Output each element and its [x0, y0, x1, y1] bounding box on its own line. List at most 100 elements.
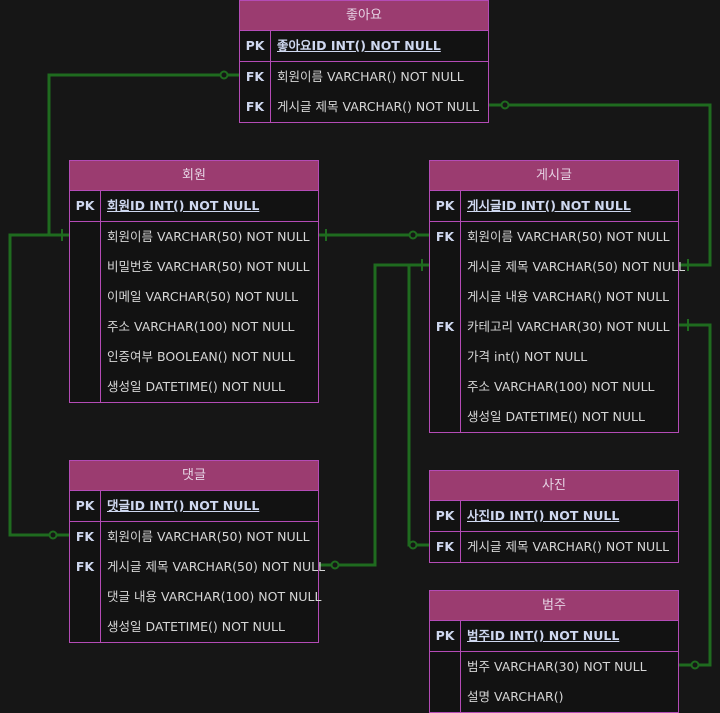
field-label: 주소 VARCHAR(100) NOT NULL	[467, 379, 655, 394]
entity-row[interactable]: 생성일 DATETIME() NOT NULL	[430, 402, 678, 432]
key-column-divider	[460, 500, 461, 562]
field-label: 인증여부 BOOLEAN() NOT NULL	[107, 349, 295, 364]
entity-row[interactable]: FK 회원이름 VARCHAR() NOT NULL	[240, 62, 488, 92]
field-label: 생성일 DATETIME() NOT NULL	[107, 619, 285, 634]
field-label: 범주 VARCHAR(30) NOT NULL	[467, 659, 647, 674]
entity-row[interactable]: 생성일 DATETIME() NOT NULL	[70, 612, 318, 642]
field-label: 설명 VARCHAR()	[467, 689, 564, 704]
field-label: 생성일 DATETIME() NOT NULL	[107, 379, 285, 394]
entity-row[interactable]: 댓글 내용 VARCHAR(100) NOT NULL	[70, 582, 322, 612]
entity-title: 게시글	[430, 161, 678, 191]
entity-member[interactable]: 회원 PK 회원ID INT() NOT NULL 회원이름 VARCHAR(50) …	[69, 160, 319, 403]
entity-title: 범주	[430, 591, 678, 621]
key-label: PK	[435, 628, 455, 643]
link-post-category	[679, 323, 712, 667]
entity-row[interactable]: 회원이름 VARCHAR(50) NOT NULL	[70, 222, 318, 252]
key-label: PK	[435, 198, 455, 213]
entity-photo[interactable]: 사진 PK 사진ID INT() NOT NULL FK 게시글 제목 VARCHAR(…	[429, 470, 679, 563]
key-label: FK	[435, 229, 455, 244]
field-label: 댓글ID INT() NOT NULL	[107, 498, 260, 513]
entity-row[interactable]: 생성일 DATETIME() NOT NULL	[70, 372, 318, 402]
entity-row[interactable]: FK 게시글 제목 VARCHAR(50) NOT NULL	[70, 552, 325, 582]
key-label: FK	[435, 319, 455, 334]
field-label: 범주ID INT() NOT NULL	[467, 628, 620, 643]
entity-row[interactable]: FK 게시글 제목 VARCHAR() NOT NULL	[430, 532, 678, 562]
link-post-photo	[407, 265, 429, 547]
optional-circle-marker	[408, 230, 418, 240]
entity-row[interactable]: PK 사진ID INT() NOT NULL	[430, 501, 678, 532]
entity-comment[interactable]: 댓글 PK 댓글ID INT() NOT NULL FK 회원이름 VARCHAR(50…	[69, 460, 325, 643]
entity-row[interactable]: 게시글 제목 VARCHAR(50) NOT NULL	[430, 252, 685, 282]
entity-row[interactable]: FK 회원이름 VARCHAR(50) NOT NULL	[70, 522, 318, 552]
field-label: 이메일 VARCHAR(50) NOT NULL	[107, 289, 299, 304]
key-label: FK	[75, 559, 95, 574]
field-label: 게시글 제목 VARCHAR() NOT NULL	[467, 539, 670, 554]
key-label: PK	[435, 508, 455, 523]
entity-row[interactable]: 범주 VARCHAR(30) NOT NULL	[430, 652, 678, 682]
entity-row[interactable]: 게시글 내용 VARCHAR() NOT NULL	[430, 282, 678, 312]
optional-circle-marker	[330, 560, 340, 570]
entity-title: 댓글	[70, 461, 318, 491]
field-label: 게시글 내용 VARCHAR() NOT NULL	[467, 289, 670, 304]
field-label: 회원이름 VARCHAR(50) NOT NULL	[107, 529, 310, 544]
key-column-divider	[460, 620, 461, 712]
field-label: 가격 int() NOT NULL	[467, 349, 588, 364]
entity-like[interactable]: 좋아요 PK 좋아요ID INT() NOT NULL FK 회원이름 VARCHAR(…	[239, 0, 489, 123]
key-column-divider	[100, 490, 101, 642]
entity-row[interactable]: 주소 VARCHAR(100) NOT NULL	[430, 372, 678, 402]
optional-circle-marker	[48, 530, 58, 540]
field-label: 회원이름 VARCHAR(50) NOT NULL	[107, 229, 310, 244]
field-label: 생성일 DATETIME() NOT NULL	[467, 409, 645, 424]
entity-category[interactable]: 범주 PK 범주ID INT() NOT NULL 범주 VARCHAR(30) NO…	[429, 590, 679, 713]
field-label: 회원이름 VARCHAR() NOT NULL	[277, 69, 464, 84]
entity-row[interactable]: PK 댓글ID INT() NOT NULL	[70, 491, 318, 522]
entity-post[interactable]: 게시글 PK 게시글ID INT() NOT NULL FK 회원이름 VARCHAR(…	[429, 160, 685, 433]
entity-row[interactable]: PK 좋아요ID INT() NOT NULL	[240, 31, 488, 62]
field-label: 비밀번호 VARCHAR(50) NOT NULL	[107, 259, 310, 274]
optional-circle-marker	[408, 540, 418, 550]
optional-circle-marker	[690, 660, 700, 670]
field-label: 게시글 제목 VARCHAR() NOT NULL	[277, 99, 480, 114]
optional-circle-marker	[500, 100, 510, 110]
key-column-divider	[460, 190, 461, 432]
link-member-comment	[8, 233, 69, 537]
entity-row[interactable]: 설명 VARCHAR()	[430, 682, 678, 712]
field-label: 댓글 내용 VARCHAR(100) NOT NULL	[107, 589, 322, 604]
entity-row[interactable]: FK 회원이름 VARCHAR(50) NOT NULL	[430, 222, 678, 252]
link-member-like	[47, 73, 239, 235]
entity-row[interactable]: PK 회원ID INT() NOT NULL	[70, 191, 318, 222]
entity-row[interactable]: PK 범주ID INT() NOT NULL	[430, 621, 678, 652]
entity-title: 회원	[70, 161, 318, 191]
key-label: FK	[245, 69, 265, 84]
key-label: FK	[75, 529, 95, 544]
entity-row[interactable]: FK 카테고리 VARCHAR(30) NOT NULL	[430, 312, 678, 342]
field-label: 게시글 제목 VARCHAR(50) NOT NULL	[107, 559, 326, 574]
link-like-post	[489, 103, 712, 267]
entity-row[interactable]: 주소 VARCHAR(100) NOT NULL	[70, 312, 318, 342]
field-label: 게시글 제목 VARCHAR(50) NOT NULL	[467, 259, 686, 274]
field-label: 좋아요ID INT() NOT NULL	[277, 38, 441, 53]
entity-row[interactable]: 가격 int() NOT NULL	[430, 342, 678, 372]
field-label: 카테고리 VARCHAR(30) NOT NULL	[467, 319, 670, 334]
field-label: 회원ID INT() NOT NULL	[107, 198, 260, 213]
field-label: 주소 VARCHAR(100) NOT NULL	[107, 319, 295, 334]
entity-row[interactable]: FK 게시글 제목 VARCHAR() NOT NULL	[240, 92, 488, 122]
entity-row[interactable]: 비밀번호 VARCHAR(50) NOT NULL	[70, 252, 318, 282]
key-column-divider	[100, 190, 101, 402]
field-label: 게시글ID INT() NOT NULL	[467, 198, 631, 213]
optional-circle-marker	[219, 70, 229, 80]
entity-row[interactable]: 이메일 VARCHAR(50) NOT NULL	[70, 282, 318, 312]
key-label: FK	[435, 539, 455, 554]
key-column-divider	[270, 30, 271, 122]
key-label: PK	[75, 198, 95, 213]
field-label: 회원이름 VARCHAR(50) NOT NULL	[467, 229, 670, 244]
entity-title: 좋아요	[240, 1, 488, 31]
entity-title: 사진	[430, 471, 678, 501]
entity-row[interactable]: 인증여부 BOOLEAN() NOT NULL	[70, 342, 318, 372]
key-label: FK	[245, 99, 265, 114]
field-label: 사진ID INT() NOT NULL	[467, 508, 620, 523]
link-post-comment	[319, 263, 429, 567]
key-label: PK	[75, 498, 95, 513]
key-label: PK	[245, 38, 265, 53]
entity-row[interactable]: PK 게시글ID INT() NOT NULL	[430, 191, 678, 222]
